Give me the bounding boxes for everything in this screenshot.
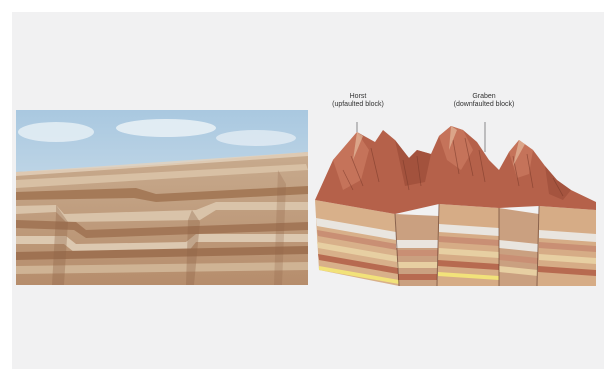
graben-label: Graben (downfaulted block) <box>436 93 532 109</box>
graben-title: Graben <box>436 93 532 101</box>
horst-subtitle: (upfaulted block) <box>328 101 388 109</box>
horst-title: Horst <box>328 93 388 101</box>
fault-photo-illustration <box>16 110 308 285</box>
fault-photo <box>16 110 308 285</box>
horst-graben-illustration <box>313 90 596 286</box>
horst-label: Horst (upfaulted block) <box>328 93 388 109</box>
graben-subtitle: (downfaulted block) <box>436 101 532 109</box>
horst-graben-diagram <box>313 90 596 286</box>
